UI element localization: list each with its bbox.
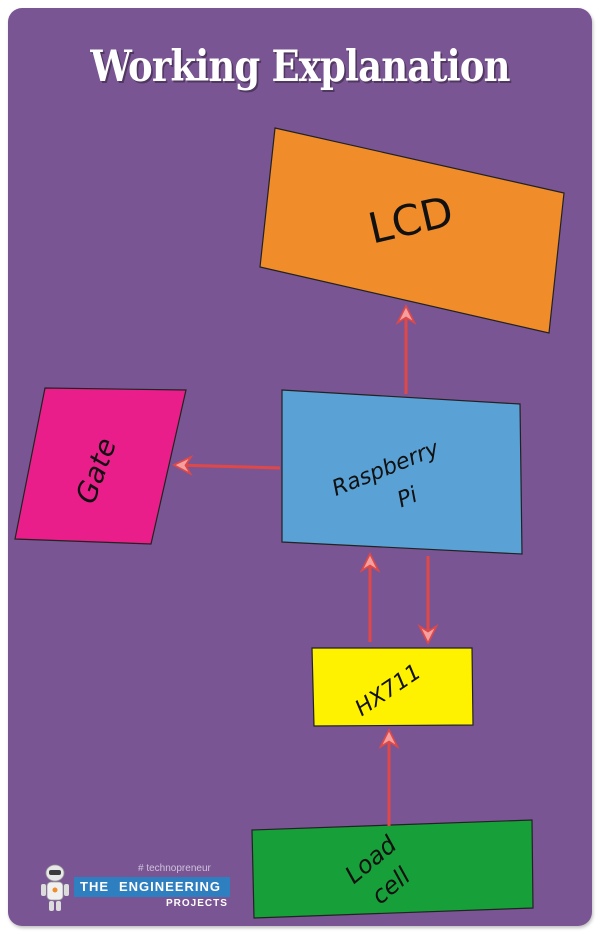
- raspberry-pi-node: Raspberry Pi: [281, 389, 523, 555]
- logo-tagline: # technopreneur: [138, 863, 211, 874]
- logo-sub: PROJECTS: [166, 898, 228, 909]
- logo-brand-main: ENGINEERING: [119, 879, 222, 894]
- logo-brand-the: THE: [80, 879, 109, 894]
- diagram-card: Working Explanation LCD Raspberry Pi Gat…: [8, 8, 592, 926]
- arrow-raspberry-pi-to-gate: [176, 465, 281, 468]
- logo: # technopreneur THE ENGINEERING PROJECTS: [38, 863, 238, 923]
- page-title: Working Explanation: [90, 42, 510, 92]
- load-cell-node: Load cell: [251, 819, 534, 919]
- lcd-node: LCD: [259, 127, 565, 334]
- hx711-node: HX711: [311, 647, 474, 727]
- flow-diagram: LCD Raspberry Pi Gate HX711 Load cell: [14, 127, 565, 919]
- gate-node: Gate: [14, 387, 187, 545]
- robot-icon: [41, 864, 69, 911]
- logo-brand: THE ENGINEERING: [74, 877, 230, 897]
